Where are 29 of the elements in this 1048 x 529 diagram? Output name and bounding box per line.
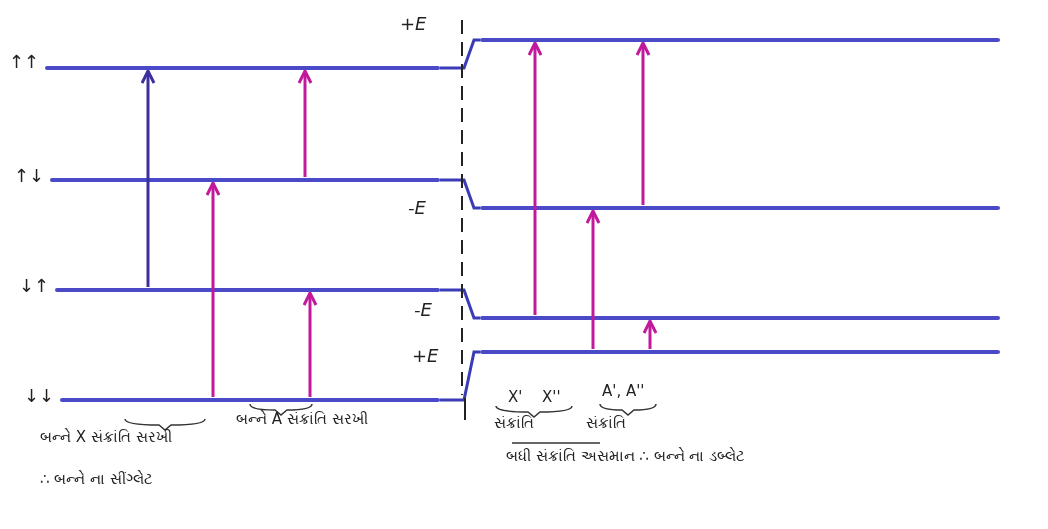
transition-arrow: [642, 319, 658, 349]
annotation-text: બધી સંક્રાંતિ અસમાન ∴ બન્ને ના ડબ્લેટ: [506, 447, 746, 466]
spin-state-label: ↓↑: [19, 276, 50, 296]
annotation-text: X': [508, 388, 523, 407]
spin-state-label: ↑↑: [9, 52, 40, 72]
annotation-text: બન્ને A સંક્રાંતિ સરખી: [236, 410, 368, 429]
spin-state-label: ↓↓: [24, 386, 55, 406]
annotation-text: X'': [542, 388, 561, 407]
transition-arrow: [527, 41, 543, 315]
connector-line: [440, 178, 480, 210]
energy-label: +E: [400, 14, 427, 33]
annotation-text: બન્ને X સંક્રાંતિ સરખી: [40, 428, 172, 447]
annotation-text: ∴ બન્ને ના સીંગ્લેટ: [40, 470, 153, 489]
transition-arrow: [205, 181, 221, 397]
transition-arrow: [140, 69, 156, 287]
annotation-text: સંક્રાંતિ: [586, 414, 626, 433]
energy-label: -E: [414, 300, 432, 319]
annotation-text: સંક્રાંતિ: [494, 414, 534, 433]
transition-arrow: [297, 69, 313, 177]
transition-arrow: [585, 209, 601, 349]
transition-arrow: [302, 291, 318, 397]
annotation-text: A', A'': [602, 382, 645, 401]
connector-line: [440, 350, 480, 402]
connector-line: [440, 38, 480, 70]
transition-arrow: [635, 41, 651, 205]
energy-label: -E: [408, 198, 426, 217]
connector-line: [440, 288, 480, 320]
energy-label: +E: [412, 346, 439, 365]
spin-state-label: ↑↓: [14, 166, 45, 186]
